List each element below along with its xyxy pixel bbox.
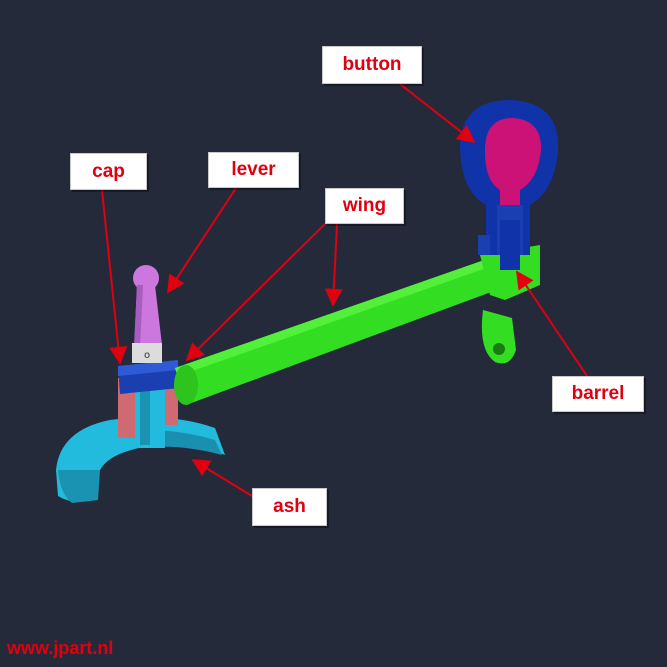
svg-text:o: o bbox=[144, 350, 150, 361]
label-button: button bbox=[322, 46, 422, 84]
label-ash: ash bbox=[252, 488, 327, 526]
arrow-lever bbox=[167, 187, 237, 294]
label-cap: cap bbox=[70, 153, 147, 190]
cap-part bbox=[118, 360, 180, 448]
label-lever: lever bbox=[208, 152, 299, 188]
arrow-cap bbox=[101, 189, 128, 365]
callout-arrows bbox=[101, 83, 588, 497]
lever-part: o bbox=[132, 265, 162, 363]
arrow-barrel bbox=[515, 270, 588, 377]
watermark-url: www.jpart.nl bbox=[7, 638, 114, 658]
arrow-button bbox=[399, 83, 476, 144]
arrow-wing-left bbox=[185, 223, 326, 362]
arrow-wing-right bbox=[324, 223, 343, 307]
label-barrel: barrel bbox=[552, 376, 644, 412]
ash-part bbox=[56, 417, 225, 503]
arrow-ash bbox=[191, 459, 253, 497]
wing-part bbox=[174, 245, 540, 405]
label-wing: wing bbox=[325, 188, 404, 224]
barrel-part bbox=[500, 220, 520, 270]
